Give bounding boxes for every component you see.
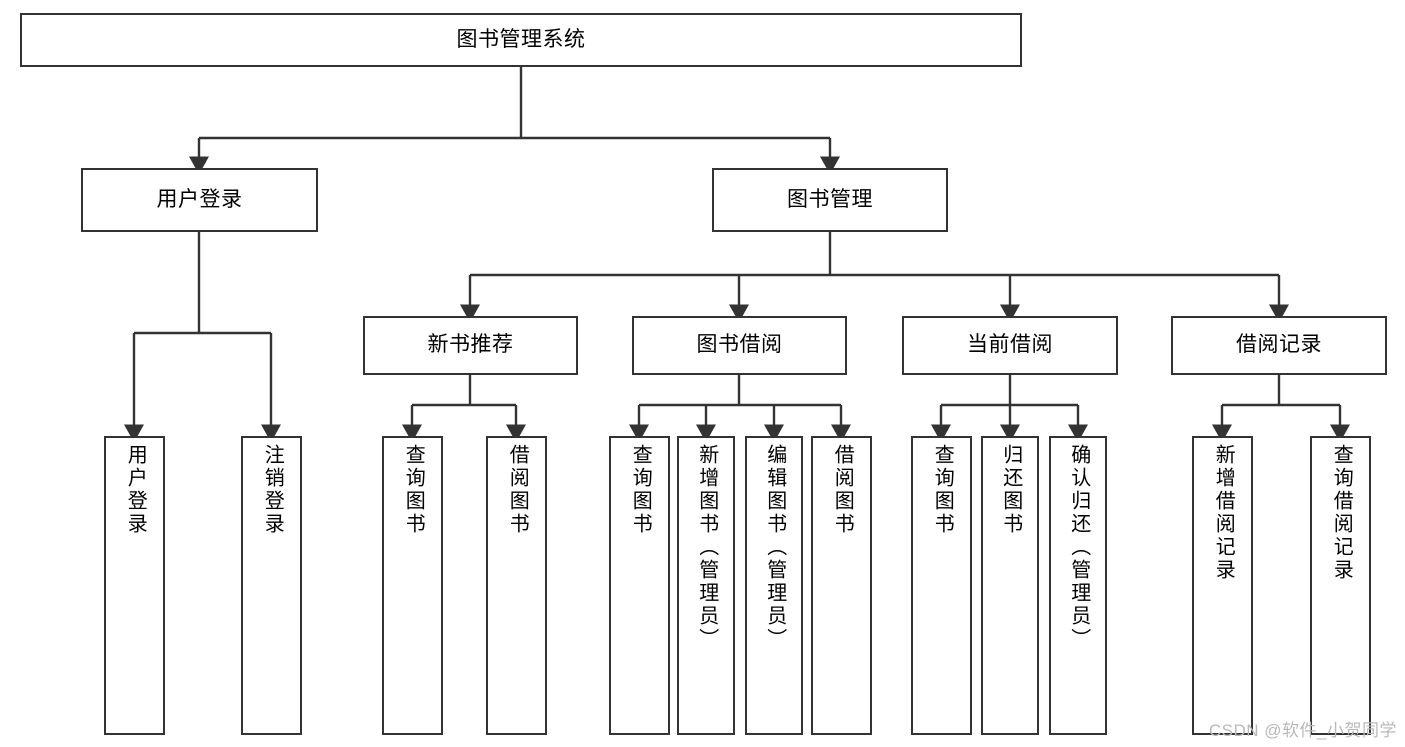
node-label: 当前借阅 (967, 333, 1053, 357)
edge-user-login-to-leaves (123, 232, 282, 443)
node-current-borrow[interactable]: 当前借阅 (902, 316, 1118, 375)
node-leaf-borrow-book-recommend[interactable]: 借阅图书 (486, 436, 547, 735)
node-label: 查询借阅记录 (1330, 444, 1353, 582)
node-label: 查询图书 (402, 444, 425, 536)
node-label: 借阅图书 (506, 444, 529, 536)
node-label: 图书借阅 (696, 333, 783, 357)
node-user-login[interactable]: 用户登录 (81, 168, 318, 232)
node-label: 用户登录 (156, 187, 243, 211)
node-label: 查询图书 (629, 444, 652, 536)
edge-book-manage-to-level2 (459, 232, 1290, 323)
node-label: 借阅记录 (1236, 333, 1322, 357)
node-label: 图书管理 (787, 187, 873, 211)
node-leaf-edit-book-admin[interactable]: 编辑图书（管理员） (745, 436, 803, 735)
node-leaf-add-book-admin[interactable]: 新增图书（管理员） (677, 436, 735, 735)
edge-borrow-record-to-leaves (1211, 375, 1351, 443)
node-label: 确认归还（管理员） (1067, 444, 1090, 651)
node-borrow-record[interactable]: 借阅记录 (1171, 316, 1387, 375)
csdn-watermark: CSDN @软件_小贺同学 (1208, 721, 1397, 740)
node-leaf-borrow-book[interactable]: 借阅图书 (811, 436, 872, 735)
node-label: 借阅图书 (831, 444, 854, 536)
node-root-book-management-system[interactable]: 图书管理系统 (20, 13, 1022, 67)
node-new-book-recommend[interactable]: 新书推荐 (363, 316, 578, 375)
node-label: 查询图书 (931, 444, 954, 536)
node-leaf-query-book-current[interactable]: 查询图书 (911, 436, 972, 735)
node-label: 归还图书 (999, 444, 1022, 536)
node-label: 新增图书（管理员） (695, 444, 718, 651)
node-label: 新增借阅记录 (1212, 444, 1235, 582)
node-leaf-add-borrow-record[interactable]: 新增借阅记录 (1192, 436, 1253, 735)
edge-current-borrow-to-leaves (930, 375, 1089, 443)
node-book-management[interactable]: 图书管理 (712, 168, 948, 232)
node-label: 新书推荐 (427, 333, 514, 357)
node-label: 用户登录 (124, 444, 147, 536)
node-leaf-logout[interactable]: 注销登录 (241, 436, 302, 735)
node-leaf-return-book[interactable]: 归还图书 (981, 436, 1039, 735)
node-leaf-query-borrow-record[interactable]: 查询借阅记录 (1310, 436, 1371, 735)
node-leaf-query-book-recommend[interactable]: 查询图书 (382, 436, 443, 735)
edge-root-to-level1 (188, 67, 841, 175)
node-leaf-query-book-borrow[interactable]: 查询图书 (609, 436, 670, 735)
node-book-borrow[interactable]: 图书借阅 (632, 316, 847, 375)
node-leaf-user-login[interactable]: 用户登录 (104, 436, 165, 735)
node-label: 编辑图书（管理员） (763, 444, 786, 651)
edge-new-book-to-leaves (401, 375, 527, 443)
node-label: 图书管理系统 (456, 27, 586, 51)
node-leaf-confirm-return-admin[interactable]: 确认归还（管理员） (1049, 436, 1107, 735)
edge-book-borrow-to-leaves (628, 375, 852, 443)
node-label: 注销登录 (261, 444, 284, 536)
